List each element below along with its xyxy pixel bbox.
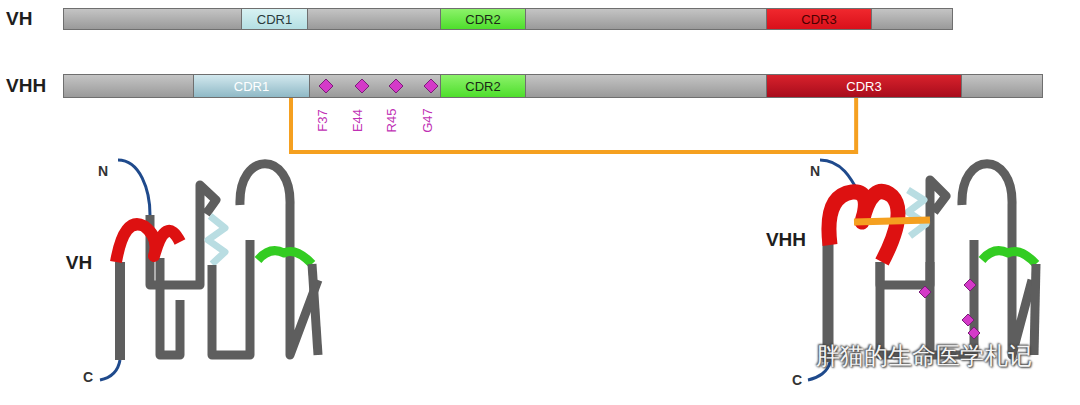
cdr-label: CDR2 xyxy=(465,12,500,27)
residue-label: F37 xyxy=(315,109,330,131)
bar-label: VH xyxy=(6,8,32,30)
domain-bar: VHCDR1CDR2CDR3 xyxy=(63,8,953,30)
vh-ribbon xyxy=(100,160,318,380)
watermark: 胖猫的生命医学札记 xyxy=(816,340,1032,372)
terminus-label: N xyxy=(810,163,820,179)
cdr-segment: CDR2 xyxy=(440,8,526,30)
domain-label: VH xyxy=(66,252,92,274)
residue-diamond xyxy=(389,79,403,93)
residue-diamond xyxy=(319,79,333,93)
cdr-segment: CDR1 xyxy=(193,74,310,98)
vhh-ribbon xyxy=(808,160,1036,380)
cdr-segment: CDR2 xyxy=(440,74,526,98)
residue-label: E44 xyxy=(350,108,365,131)
residue-label: R45 xyxy=(384,108,399,132)
cdr-label: CDR2 xyxy=(465,79,500,94)
cdr-label: CDR1 xyxy=(234,79,269,94)
disulfide-bracket xyxy=(291,98,856,152)
residue-diamond xyxy=(424,79,438,93)
cdr-label: CDR1 xyxy=(257,12,292,27)
cdr-label: CDR3 xyxy=(801,12,836,27)
cdr-segment: CDR1 xyxy=(241,8,308,30)
terminus-label: C xyxy=(792,372,802,388)
domain-bar: VHHCDR1CDR2CDR3 xyxy=(63,74,1043,98)
cdr-label: CDR3 xyxy=(846,79,881,94)
terminus-label: N xyxy=(98,163,108,179)
cdr-segment: CDR3 xyxy=(766,74,962,98)
residue-label: G47 xyxy=(419,108,434,133)
residue-diamond xyxy=(355,79,369,93)
terminus-label: C xyxy=(83,369,93,385)
cdr-segment: CDR3 xyxy=(766,8,872,30)
bar-label: VHH xyxy=(6,75,46,97)
domain-label: VHH xyxy=(766,229,806,251)
